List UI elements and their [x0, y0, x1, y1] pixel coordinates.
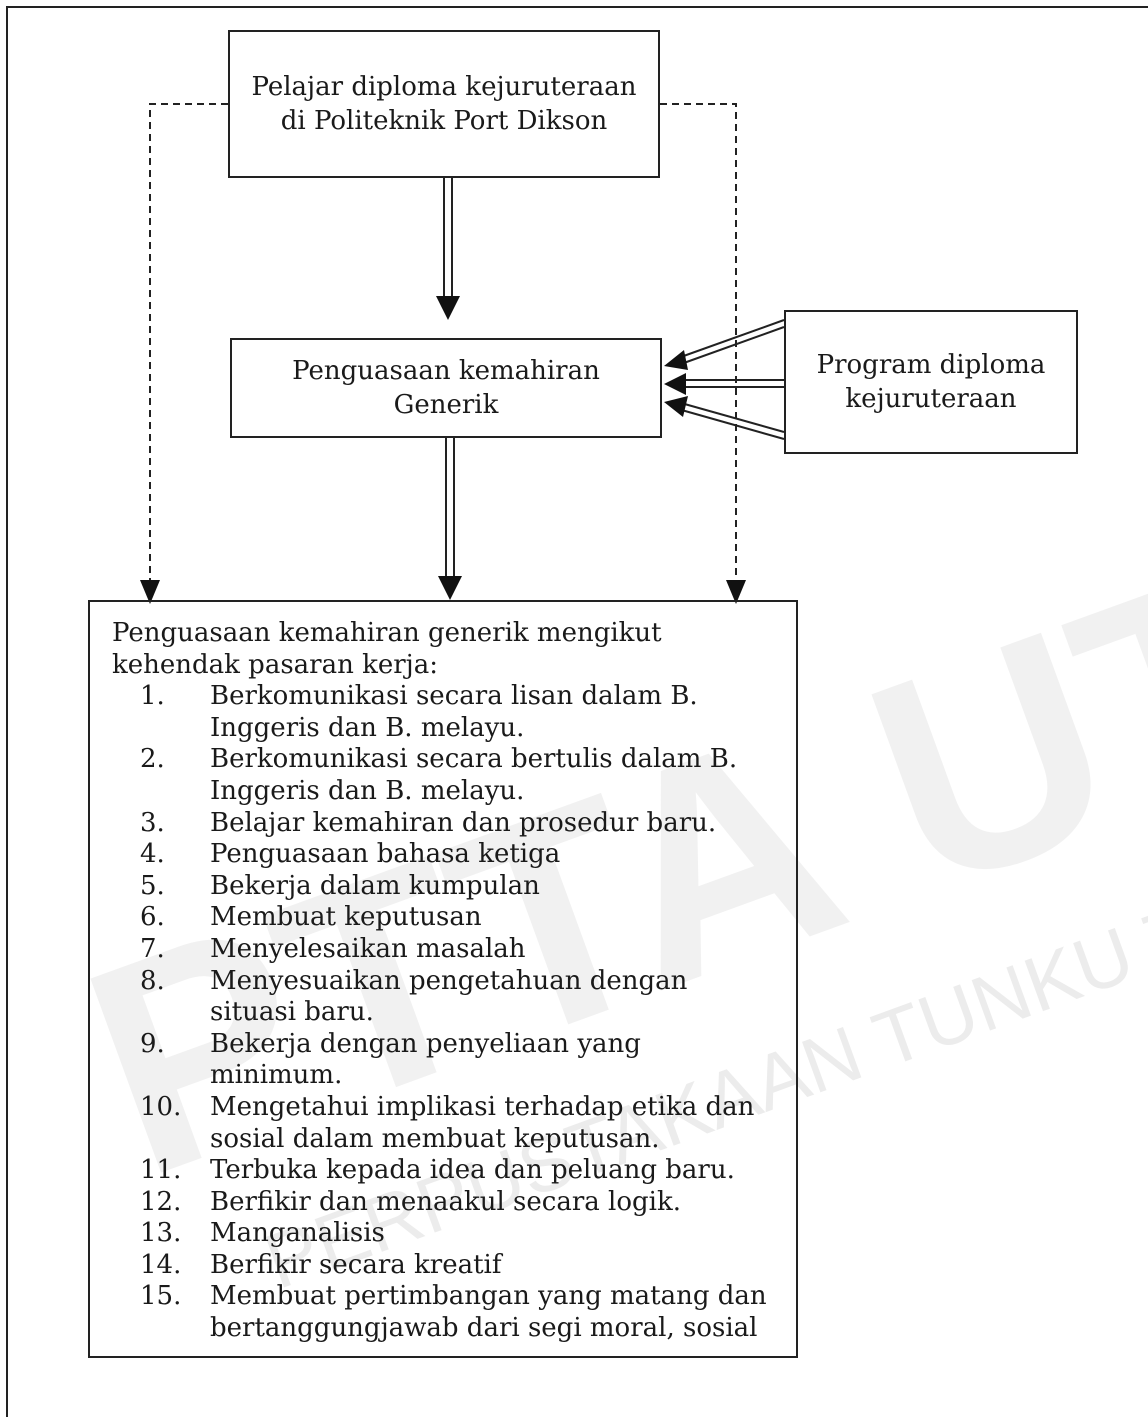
item-text: Manganalisis [210, 1218, 385, 1249]
generic-skills-line1: Penguasaan kemahiran [292, 356, 600, 386]
arrowhead-program-mid [664, 373, 686, 395]
list-item: 8. Menyesuaikan pengetahuan dengan situas… [112, 966, 796, 1029]
item-text: Belajar kemahiran dan prosedur baru. [210, 807, 717, 838]
item-text: Membuat keputusan [210, 902, 482, 933]
item-text: Membuat pertimbangan yang matang dan ber… [210, 1281, 767, 1344]
outcome-intro-line2: kehendak pasaran kerja: [112, 649, 439, 680]
item-number: 13. [140, 1218, 182, 1249]
generic-skills-line2: Generik [393, 390, 499, 420]
double-arrow-middle-to-list [445, 438, 455, 578]
student-box-line1: Pelajar diploma kejuruteraan [251, 72, 637, 102]
item-number: 5. [140, 870, 165, 901]
list-item: 11. Terbuka kepada idea dan peluang baru. [112, 1155, 796, 1187]
item-number: 14. [140, 1249, 182, 1280]
list-item: 6. Membuat keputusan [112, 902, 796, 934]
item-text: Bekerja dengan penyeliaan yang minimum. [210, 1028, 641, 1091]
list-item: 7. Menyelesaikan masalah [112, 934, 796, 966]
item-text: Mengetahui implikasi terhadap etika dan … [210, 1091, 755, 1154]
list-item: 4. Penguasaan bahasa ketiga [112, 839, 796, 871]
dashed-arrowhead-right [726, 580, 746, 604]
list-item: 9. Bekerja dengan penyeliaan yang minimum… [112, 1029, 796, 1092]
generic-skills-box: Penguasaan kemahiran Generik [230, 338, 662, 438]
dashed-connector-left [149, 103, 228, 585]
outcome-intro: Penguasaan kemahiran generik mengikut ke… [112, 618, 796, 681]
item-number: 12. [140, 1186, 182, 1217]
item-number: 6. [140, 902, 165, 933]
student-box: Pelajar diploma kejuruteraan di Politekn… [228, 30, 660, 178]
arrowhead-top-to-middle [436, 296, 460, 320]
item-text: Berkomunikasi secara lisan dalam B. Ingg… [210, 681, 698, 743]
list-item: 3. Belajar kemahiran dan prosedur baru. [112, 808, 796, 840]
program-arrows [677, 319, 785, 440]
item-number: 7. [140, 933, 165, 964]
program-box-line1: Program diploma [816, 350, 1046, 380]
item-number: 11. [140, 1155, 182, 1186]
arrowhead-middle-to-list [438, 576, 462, 600]
item-number: 3. [140, 807, 165, 838]
item-number: 8. [140, 965, 165, 996]
item-text: Bekerja dalam kumpulan [210, 870, 540, 901]
list-item: 1. Berkomunikasi secara lisan dalam B. In… [112, 681, 796, 744]
item-number: 4. [140, 839, 165, 870]
list-item: 10. Mengetahui implikasi terhadap etika d… [112, 1092, 796, 1155]
list-item: 14. Berfikir secara kreatif [112, 1250, 796, 1282]
item-number: 15. [140, 1281, 182, 1312]
outcome-intro-line1: Penguasaan kemahiran generik mengikut [112, 618, 662, 648]
list-item: 2. Berkomunikasi secara bertulis dalam B.… [112, 744, 796, 807]
student-box-line2: di Politeknik Port Dikson [280, 106, 608, 136]
program-box-line2: kejuruteraan [845, 384, 1017, 414]
item-number: 10. [140, 1091, 182, 1122]
item-text: Berfikir secara kreatif [210, 1249, 502, 1280]
list-item: 5. Bekerja dalam kumpulan [112, 871, 796, 903]
list-item: 15. Membuat pertimbangan yang matang dan … [112, 1281, 796, 1344]
list-item: 12. Berfikir dan menaakul secara logik. [112, 1187, 796, 1219]
item-text: Berfikir dan menaakul secara logik. [210, 1186, 681, 1217]
list-item: 13. Manganalisis [112, 1218, 796, 1250]
double-arrow-top-to-middle [443, 178, 453, 298]
item-text: Menyesuaikan pengetahuan dengan situasi … [210, 965, 688, 1028]
item-text: Menyelesaikan masalah [210, 933, 526, 964]
arrowhead-program-top [664, 350, 688, 370]
dashed-arrowhead-left [140, 580, 160, 604]
program-box: Program diploma kejuruteraan [784, 310, 1078, 454]
item-text: Penguasaan bahasa ketiga [210, 839, 561, 870]
item-text: Berkomunikasi secara bertulis dalam B. I… [210, 744, 738, 806]
page-frame [6, 6, 1148, 1417]
outcome-box: Penguasaan kemahiran generik mengikut ke… [88, 600, 798, 1358]
item-number: 2. [140, 744, 165, 775]
dashed-connector-right [660, 103, 737, 585]
skills-list: 1. Berkomunikasi secara lisan dalam B. In… [112, 681, 796, 1344]
item-number: 9. [140, 1028, 165, 1059]
item-text: Terbuka kepada idea dan peluang baru. [210, 1155, 735, 1186]
arrowhead-program-bottom [664, 396, 688, 417]
item-number: 1. [140, 681, 165, 712]
